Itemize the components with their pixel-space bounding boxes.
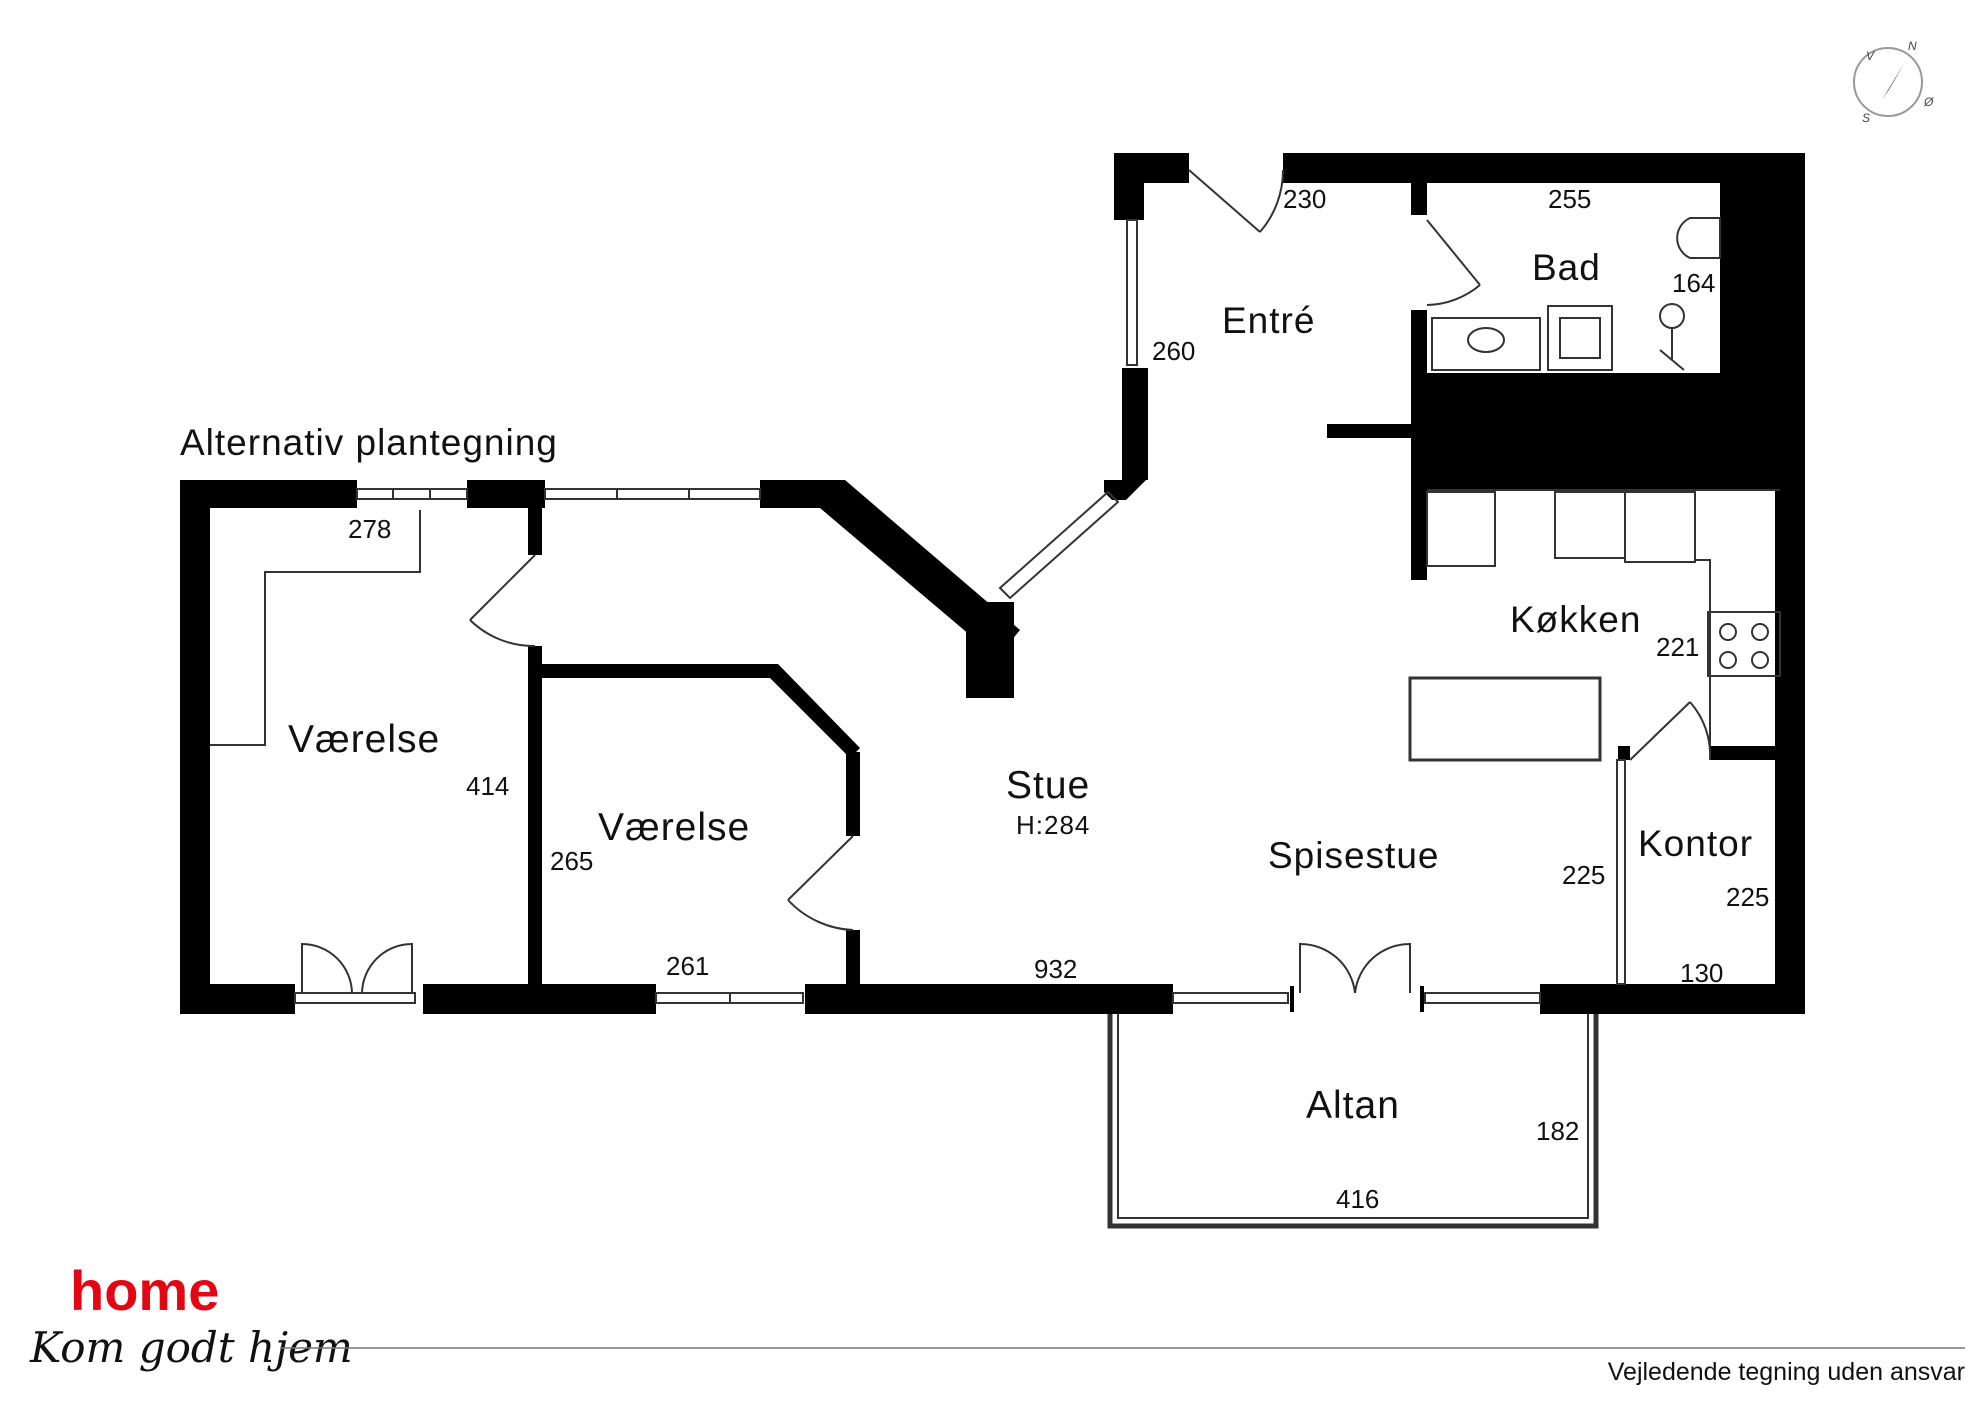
dim-kontor-bottom: 130 (1680, 958, 1723, 988)
room-altan: Altan (1306, 1084, 1400, 1127)
room-vaerelse-left: Værelse (288, 718, 440, 761)
dim-altan-side: 182 (1536, 1116, 1579, 1146)
doors (301, 169, 1712, 994)
room-stue: Stue (1006, 764, 1090, 807)
compass: V N Ø S (1853, 39, 1934, 125)
windows (294, 219, 1626, 1004)
compass-south: S (1862, 111, 1870, 125)
room-vaerelse-mid: Værelse (598, 806, 750, 849)
dim-bad-top: 255 (1548, 184, 1591, 214)
dim-kokken: 221 (1656, 632, 1699, 662)
stue-height: H:284 (1016, 810, 1090, 840)
home-logo: home (70, 1259, 219, 1322)
room-kontor: Kontor (1638, 823, 1753, 864)
room-kokken: Køkken (1510, 599, 1641, 640)
plan-title: Alternativ plantegning (180, 422, 558, 463)
dim-altan-bottom: 416 (1336, 1184, 1379, 1214)
dim-vaerelse-mid-bottom: 261 (666, 951, 709, 981)
dim-stue-bottom: 932 (1034, 954, 1077, 984)
room-entre: Entré (1222, 300, 1315, 341)
compass-east: Ø (1923, 95, 1934, 109)
footer-disclaimer: Vejledende tegning uden ansvar (1608, 1358, 1965, 1386)
dim-vaerelse-mid-side: 265 (550, 846, 593, 876)
fixtures (210, 217, 1781, 1229)
compass-north: N (1908, 39, 1917, 53)
dim-spisestue-side: 225 (1562, 860, 1605, 890)
dim-entre-side: 260 (1152, 336, 1195, 366)
room-bad: Bad (1532, 247, 1601, 288)
dim-kontor-side: 225 (1726, 882, 1769, 912)
dim-vaerelse-left-top: 278 (348, 514, 391, 544)
dim-bad-side: 164 (1672, 268, 1715, 298)
room-spisestue: Spisestue (1268, 835, 1440, 876)
dim-vaerelse-left-side: 414 (466, 771, 509, 801)
dim-entre-top: 230 (1283, 184, 1326, 214)
compass-west: V (1866, 49, 1875, 63)
walls (180, 153, 1805, 1014)
